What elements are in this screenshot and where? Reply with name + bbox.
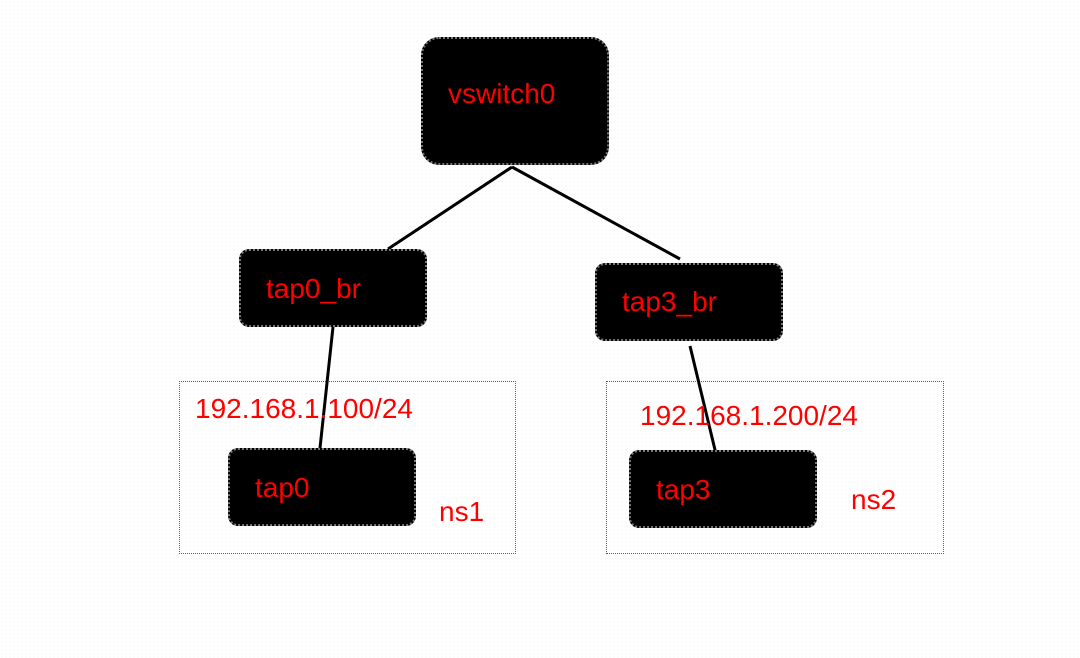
node-tap3-br [595, 263, 783, 341]
node-tap3 [629, 450, 817, 528]
namespace-ns1-ip-label: 192.168.1.100/24 [195, 393, 413, 424]
namespace-ns1-box [179, 381, 516, 554]
node-label-tap3: tap3 [656, 474, 711, 505]
namespace-ns2-box [606, 381, 944, 554]
node-label-tap0: tap0 [255, 472, 310, 503]
namespace-ns1-label: ns1 [439, 496, 485, 527]
link-tap3-br-tap3 [688, 345, 718, 455]
link-vswitch0-tap0-br [387, 165, 513, 251]
node-label-vswitch0: vswitch0 [448, 78, 556, 109]
node-label-tap0-br: tap0_br [266, 273, 361, 304]
namespace-ns2-ip-label: 192.168.1.200/24 [640, 400, 858, 431]
namespace-ns2-label: ns2 [851, 484, 897, 515]
link-vswitch0-tap3-br [511, 165, 681, 261]
node-label-tap3-br: tap3_br [622, 286, 717, 317]
node-tap0-br [239, 249, 427, 327]
link-tap0-br-tap0 [318, 326, 335, 449]
node-tap0 [228, 448, 416, 526]
node-vswitch0 [421, 37, 609, 165]
